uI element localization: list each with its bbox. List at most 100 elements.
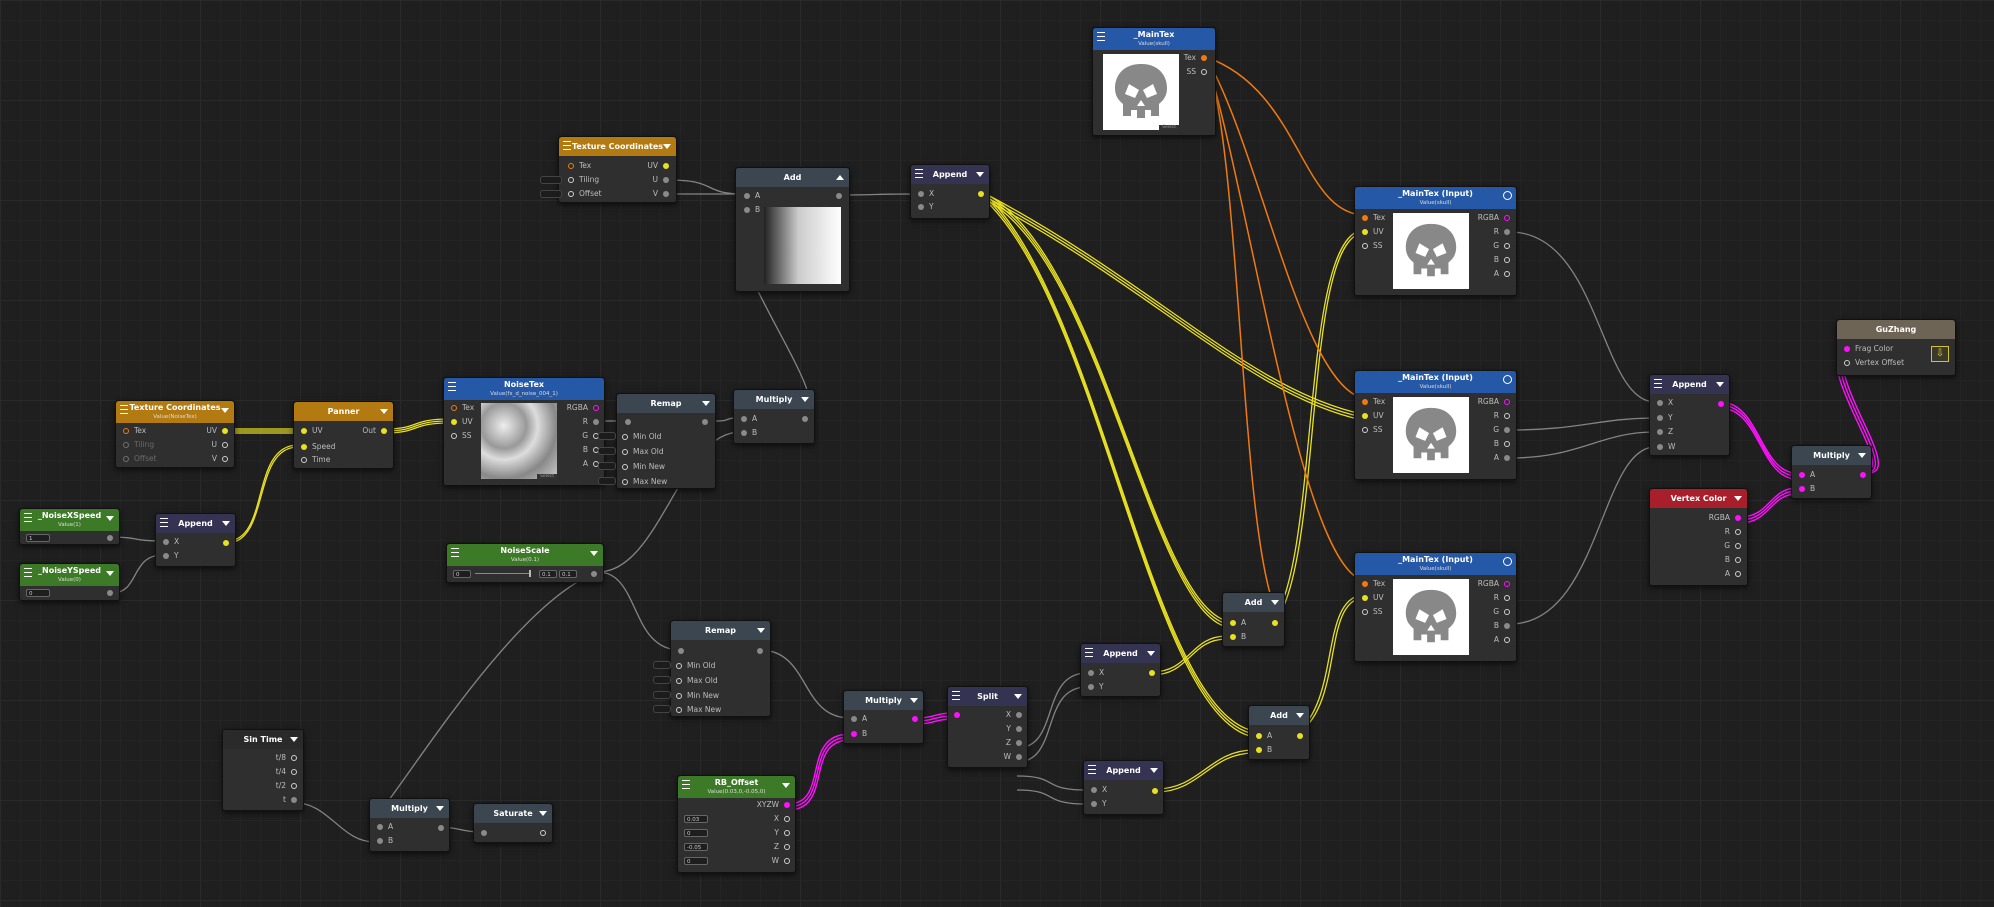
saturate-output-port[interactable] [540,830,546,836]
uv-input-port[interactable] [1362,229,1368,235]
min-new-field[interactable] [598,462,616,470]
select-button[interactable]: Select [1159,125,1179,130]
value-slider[interactable] [475,570,531,577]
collapse-icon[interactable] [1858,453,1866,458]
node-header[interactable]: Add [1223,593,1284,612]
value-output-port[interactable] [107,535,113,541]
rgba-output-port[interactable] [1504,399,1510,405]
tiling-input-port[interactable] [568,177,574,183]
b-input-port[interactable] [744,207,750,213]
w-output-port[interactable] [1016,754,1022,760]
x-output-port[interactable] [784,816,790,822]
node-header[interactable]: Multiply [370,799,449,818]
node-header[interactable]: Texture Coordinates [559,137,676,156]
ss-input-port[interactable] [1362,427,1368,433]
tex-input-port[interactable] [451,405,457,411]
menu-icon[interactable] [448,382,456,391]
r-output-port[interactable] [1504,229,1510,235]
add-node[interactable]: Add A B [735,167,850,292]
uv-output-port[interactable] [663,163,669,169]
ss-input-port[interactable] [451,433,457,439]
max-old-input-port[interactable] [676,678,682,684]
collapse-icon[interactable] [222,521,230,526]
x-value-field[interactable]: 0.03 [684,815,708,823]
max-old-field[interactable] [653,676,671,684]
b-input-port[interactable] [1256,747,1262,753]
collapse-icon[interactable] [380,409,388,414]
g-output-port[interactable] [1735,543,1741,549]
node-header[interactable]: Saturate [474,804,552,823]
multiply-output-port[interactable] [438,825,444,831]
max-new-field[interactable] [598,477,616,485]
x-input-port[interactable] [1657,400,1663,406]
collapse-icon[interactable] [757,628,765,633]
min-field[interactable]: 0 [453,570,471,578]
rgba-output-port[interactable] [1735,515,1741,521]
y-output-port[interactable] [784,830,790,836]
z-output-port[interactable] [784,844,790,850]
min-old-input-port[interactable] [622,434,628,440]
collapse-icon[interactable] [782,783,790,788]
slider-handle[interactable] [529,570,531,577]
menu-icon[interactable] [563,141,571,150]
a-output-port[interactable] [1504,271,1510,277]
rgba-output-port[interactable] [1504,581,1510,587]
value-output-port[interactable] [591,571,597,577]
multiply-offset-node[interactable]: Multiply A B [843,690,924,744]
ss-input-port[interactable] [1362,609,1368,615]
tex-input-port[interactable] [1362,399,1368,405]
g-output-port[interactable] [1504,243,1510,249]
collapse-icon[interactable] [1296,713,1304,718]
guzhang-output-node[interactable]: GuZhang Frag Color Vertex Offset ⇩ [1836,319,1956,376]
r-output-port[interactable] [1504,413,1510,419]
b-output-port[interactable] [1504,257,1510,263]
value-field[interactable]: 1 [26,534,50,542]
multiply-color-node[interactable]: Multiply A B [1791,445,1872,499]
collapse-icon[interactable] [1734,496,1742,501]
node-header[interactable]: Append [1084,761,1163,780]
tiling-field[interactable] [540,176,562,184]
min-new-input-port[interactable] [622,464,628,470]
node-header[interactable]: Append [911,165,989,184]
max-new-input-port[interactable] [622,479,628,485]
append-output-port[interactable] [1149,670,1155,676]
t4-output-port[interactable] [291,769,297,775]
menu-icon[interactable] [24,513,32,522]
a-input-port[interactable] [851,716,857,722]
menu-icon[interactable] [120,405,128,414]
node-header[interactable]: Remap [671,621,770,640]
multiply-output-port[interactable] [912,716,918,722]
node-header[interactable]: Split [948,687,1027,706]
u-output-port[interactable] [663,177,669,183]
a-input-port[interactable] [1256,733,1262,739]
node-header[interactable]: Multiply [734,390,814,409]
xyzw-output-port[interactable] [784,802,790,808]
value-output-port[interactable] [107,590,113,596]
collapse-icon[interactable] [801,397,809,402]
menu-icon[interactable] [952,691,960,700]
tex-input-port[interactable] [123,428,129,434]
b-output-port[interactable] [1504,623,1510,629]
append-node[interactable]: Append X Y [910,164,990,219]
maintex-input-node-2[interactable]: _MainTex (Input)Value(skull) Tex UV SS R… [1354,370,1517,480]
time-input-port[interactable] [301,457,307,463]
node-header[interactable]: _MainTex (Input)Value(skull) [1355,553,1516,575]
add-output-port[interactable] [836,193,842,199]
a-input-port[interactable] [1230,620,1236,626]
b-input-port[interactable] [1799,486,1805,492]
texture-preview[interactable]: Select [1103,54,1179,130]
x-output-port[interactable] [1016,712,1022,718]
b-input-port[interactable] [741,430,747,436]
collapse-icon[interactable] [106,516,114,521]
a-output-port[interactable] [1504,455,1510,461]
a-input-port[interactable] [377,824,383,830]
append-output-port[interactable] [223,540,229,546]
link-icon[interactable] [1503,375,1512,384]
menu-icon[interactable] [682,780,690,789]
max-old-field[interactable] [598,447,616,455]
remap-node[interactable]: Remap Min Old Max Old Min New Max New [616,393,716,489]
